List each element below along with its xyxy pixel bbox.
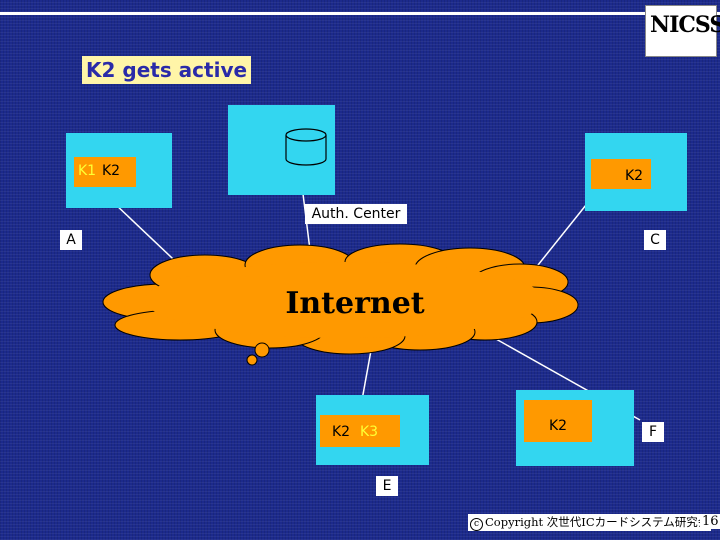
internet-cloud xyxy=(102,243,579,355)
node-a-key-k1: K1 xyxy=(78,163,97,179)
cloud-tail xyxy=(246,342,270,366)
node-a-key-k2: K2 xyxy=(102,163,121,179)
node-f-key-box xyxy=(524,400,592,442)
node-a-box: K1 K2 xyxy=(66,133,172,208)
node-a-key-box xyxy=(74,157,136,187)
link-c-internet xyxy=(529,199,591,276)
database-icon xyxy=(285,128,327,166)
node-c-box: K2 xyxy=(585,133,687,211)
node-e-key-box xyxy=(320,415,400,447)
copyright-symbol: c xyxy=(470,518,483,531)
logo-text: NICSS xyxy=(650,12,720,38)
node-f-box: K2 xyxy=(516,390,634,466)
top-rule xyxy=(0,12,720,15)
node-c-letter: C xyxy=(644,230,666,250)
slide-title: K2 gets active xyxy=(82,56,252,84)
link-e-internet xyxy=(361,344,373,401)
organization-logo: NICSS xyxy=(645,5,720,57)
node-c-key-box xyxy=(591,159,651,189)
internet-label: Internet xyxy=(285,286,425,321)
node-e-letter: E xyxy=(376,476,398,496)
node-f-key-k2: K2 xyxy=(549,418,568,434)
node-e-key-k3: K3 xyxy=(360,424,379,440)
node-c-key-k2: K2 xyxy=(625,168,644,184)
auth-center-box xyxy=(228,105,335,195)
auth-center-label: Auth. Center xyxy=(305,204,407,224)
page-number: 16 xyxy=(700,514,720,529)
node-a-letter: A xyxy=(60,230,82,250)
node-e-key-k2: K2 xyxy=(332,424,351,440)
copyright-text: Copyright 次世代ICカードシステム研究会 xyxy=(485,515,710,529)
node-e-box: K2 K3 xyxy=(316,395,429,465)
node-f-letter: F xyxy=(642,422,664,442)
